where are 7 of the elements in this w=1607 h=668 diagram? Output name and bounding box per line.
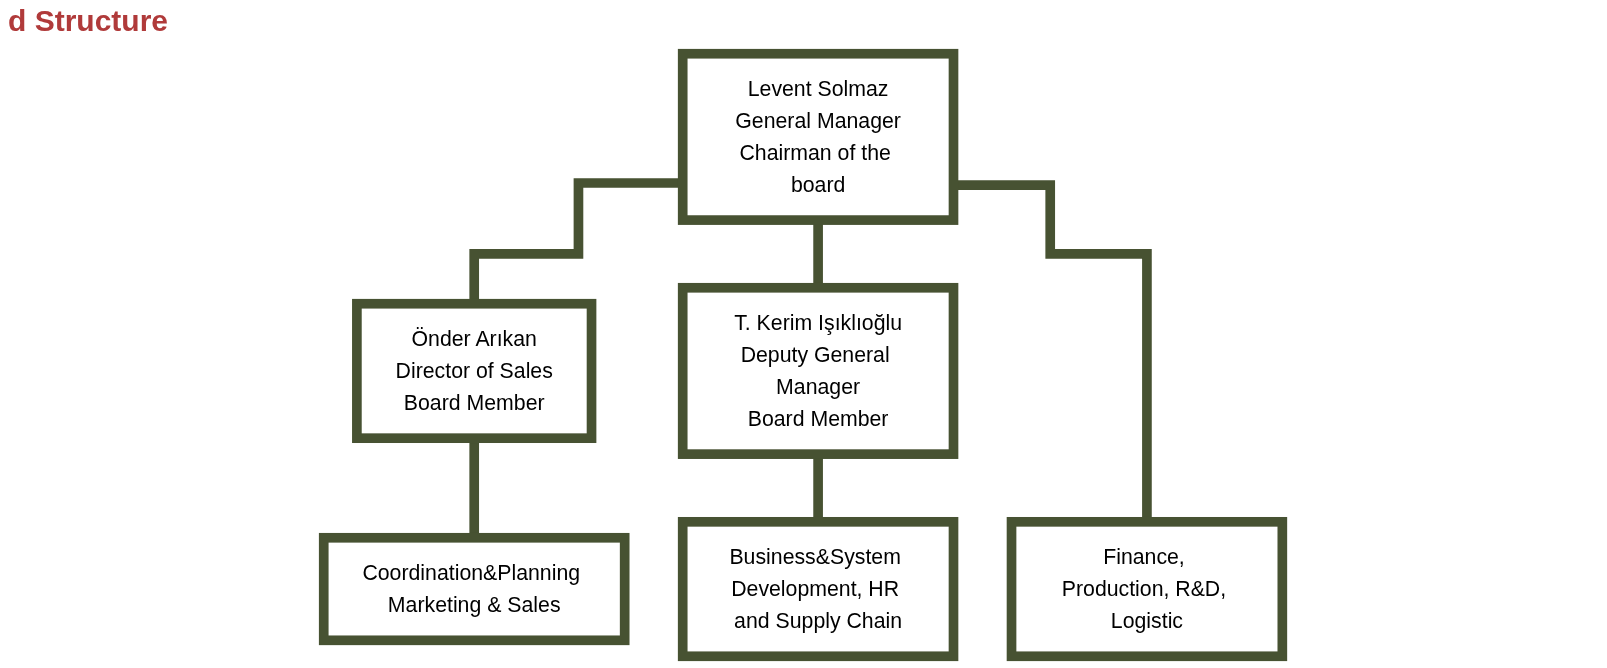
node-box: Finance, Production, R&D, Logistic	[1007, 517, 1288, 662]
node-box: Business&System Development, HR and Supply Chain	[678, 517, 959, 662]
title: d Structure	[8, 4, 169, 38]
node-box: Levent Solmaz General Manager Chairman of the board	[678, 48, 959, 225]
node-box: Coordination&Planning Marketing & Sales	[319, 532, 630, 646]
node-box: T. Kerim Işıklıoğlu Deputy General Manager Board Member	[678, 282, 959, 459]
node-box: Önder Arıkan Director of Sales Board Member	[352, 298, 597, 443]
